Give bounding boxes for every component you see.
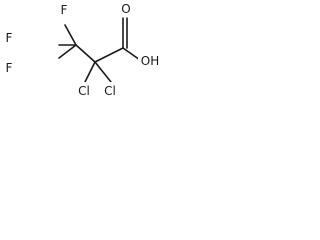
atom-oxygen-carbonyl: O [118,1,134,17]
atom-cl-right: Cl [100,82,120,100]
atom-cl-right-label: Cl [104,84,116,98]
structure-svg: F F F O OH Cl Cl [2,1,162,100]
bond-cquat-to-cl-right [94,61,112,83]
atom-cl-left-label: Cl [78,84,90,98]
atom-hydroxyl-label: OH [141,54,159,68]
atom-f-left: F [2,60,16,76]
atom-hydroxyl: OH [138,53,162,69]
atom-f-top-label: F [61,3,68,17]
bond-cquat-to-ccarboxyl [94,47,124,63]
atom-cl-left: Cl [74,82,94,100]
bond-cf3-to-cquat [75,44,96,63]
bond-ccarboxyl-to-oh [122,47,141,61]
atom-f-mid: F [2,30,16,46]
bond-cf3-to-f-left [58,44,77,59]
atom-f-left-label: F [6,61,13,75]
skeletal-structure-figure: F F F O OH Cl Cl [0,0,164,112]
bond-cquat-to-cl-left [84,61,96,83]
atom-f-top: F [57,2,71,18]
atom-oxygen-carbonyl-label: O [121,2,130,16]
bond-cf3-to-f-top [64,24,77,46]
atom-f-mid-label: F [6,31,13,45]
